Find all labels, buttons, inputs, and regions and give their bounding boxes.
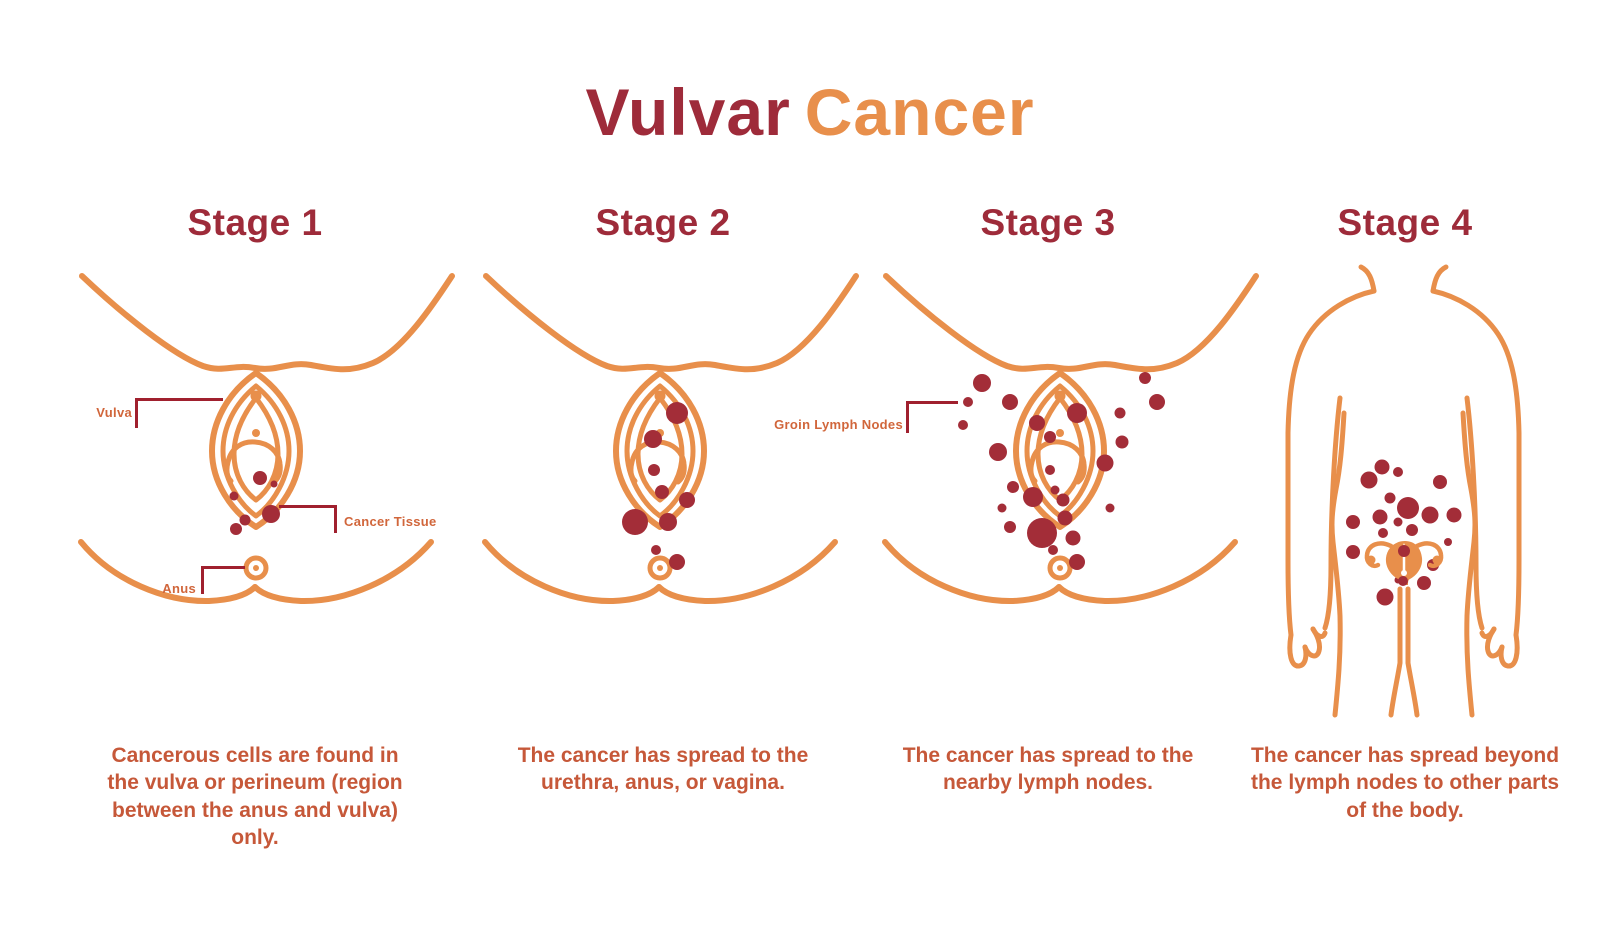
stage3-description: The cancer has spread to the nearby lymp… bbox=[902, 744, 1194, 795]
title-word-vulvar: Vulvar bbox=[585, 75, 791, 149]
title-word-cancer: Cancer bbox=[804, 75, 1035, 149]
stage1-header: Stage 1 bbox=[187, 202, 323, 243]
groin-lymph-nodes-label: Groin Lymph Nodes bbox=[774, 417, 903, 432]
stage4-cancer-dots-front bbox=[1398, 545, 1410, 586]
vulva-leader-riser bbox=[135, 398, 138, 428]
stage3-header: Stage 3 bbox=[980, 202, 1116, 243]
anus-leader-line bbox=[201, 566, 245, 569]
anus-leader-riser bbox=[201, 566, 204, 594]
groin-lymph-nodes-leader-line bbox=[906, 401, 958, 404]
cancer-tissue-label: Cancer Tissue bbox=[344, 514, 437, 529]
groin-lymph-nodes-leader-riser bbox=[906, 401, 909, 433]
stage2-cancer-dots bbox=[622, 402, 695, 570]
stage1-diagram bbox=[61, 265, 451, 615]
stage4-description: The cancer has spread beyond the lymph n… bbox=[1250, 744, 1560, 822]
stage4-header: Stage 4 bbox=[1337, 202, 1473, 243]
stage2-description: The cancer has spread to the urethra, an… bbox=[517, 744, 809, 795]
stage4-cancer-dots bbox=[1346, 459, 1462, 606]
cancer-tissue-leader-line bbox=[279, 505, 337, 508]
cancer-tissue-leader-riser bbox=[334, 505, 337, 533]
stage1-description: Cancerous cells are found in the vulva o… bbox=[107, 744, 403, 849]
vulva-leader-line bbox=[135, 398, 223, 401]
stage2-header: Stage 2 bbox=[595, 202, 731, 243]
stage3-cancer-dots bbox=[958, 372, 1165, 570]
anus-label: Anus bbox=[162, 581, 196, 596]
body-outline bbox=[1285, 264, 1522, 718]
vulva-label: Vulva bbox=[96, 405, 132, 420]
stage4-diagram bbox=[1285, 264, 1522, 718]
stage2-diagram bbox=[465, 265, 855, 615]
stage3-diagram bbox=[865, 265, 1255, 615]
stage1-cancer-dots bbox=[229, 471, 280, 535]
